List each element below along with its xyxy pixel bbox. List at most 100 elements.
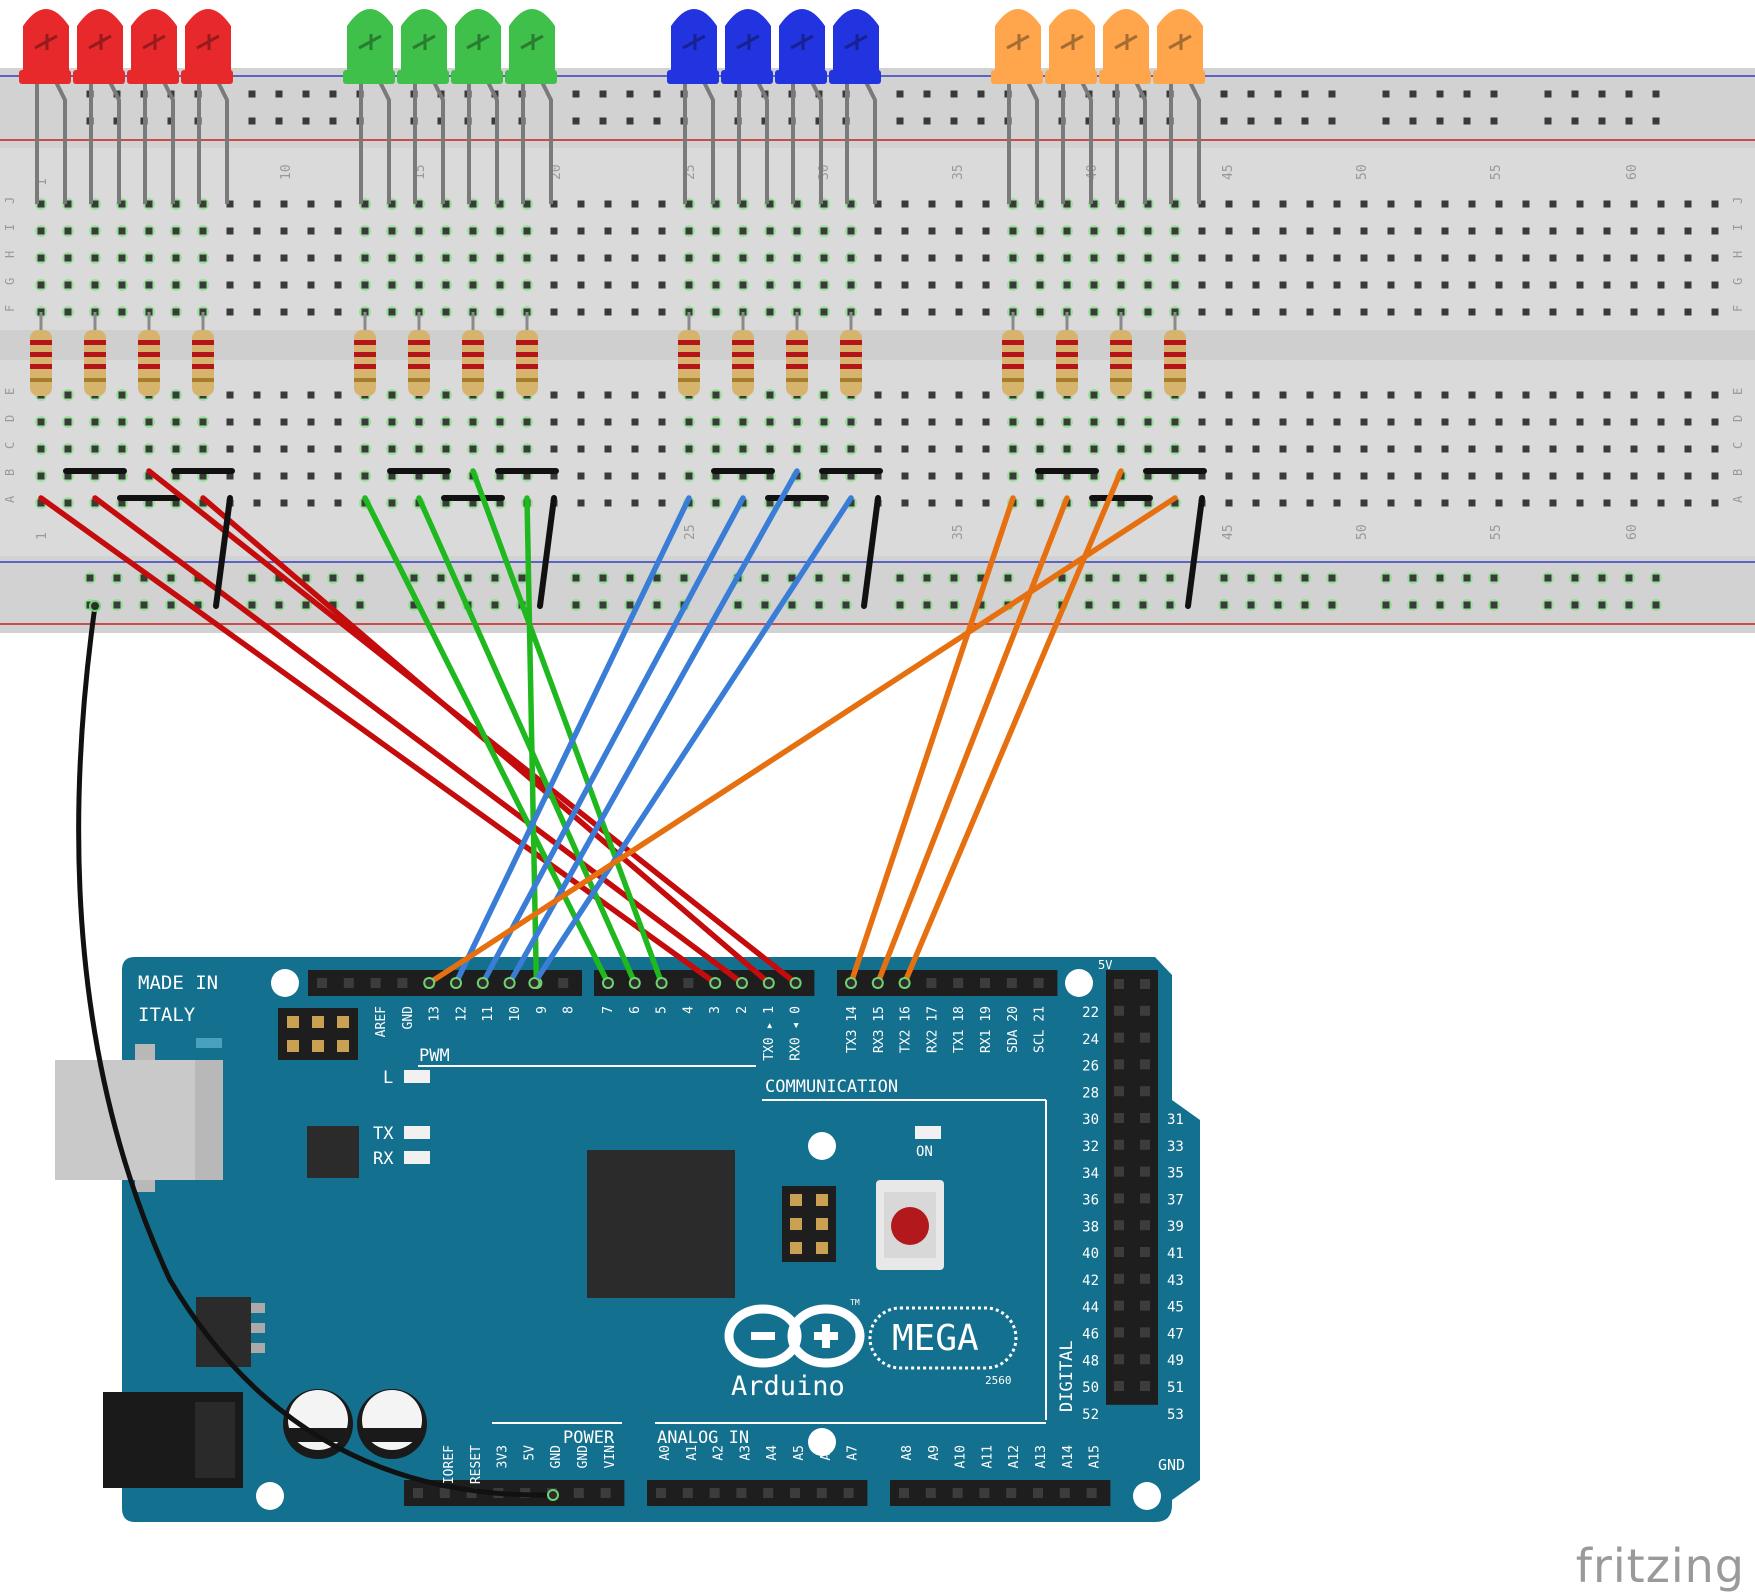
breadboard-hole: [496, 445, 504, 453]
breadboard-hole: [64, 418, 72, 426]
breadboard-hole: [1117, 499, 1125, 507]
breadboard-hole: [1009, 472, 1017, 480]
rail-hole: [1166, 601, 1174, 609]
header-pin: [1114, 1193, 1124, 1204]
breadboard-hole: [334, 227, 342, 235]
breadboard-hole: [37, 445, 45, 453]
breadboard-hole: [1306, 254, 1314, 262]
breadboard-hole: [469, 445, 477, 453]
breadboard-hole: [1279, 200, 1287, 208]
header-pin: [397, 978, 408, 988]
rail-hole: [626, 601, 634, 609]
pin-label-digital-right: 44: [1082, 1300, 1099, 1316]
pin-label-analog: A14: [1061, 1445, 1076, 1469]
breadboard-hole: [442, 254, 450, 262]
breadboard-hole: [1603, 227, 1611, 235]
rail-hole: [572, 574, 580, 582]
breadboard-hole: [64, 308, 72, 316]
breadboard-hole: [496, 200, 504, 208]
breadboard-hole: [226, 308, 234, 316]
breadboard-hole: [712, 308, 720, 316]
resistor-band: [1164, 378, 1186, 382]
header-pin: [1140, 1220, 1150, 1231]
column-number: 1: [35, 532, 50, 540]
pin-label-communication: TX2 16: [899, 1006, 914, 1053]
wire-orange: [848, 495, 1016, 986]
breadboard-hole: [1360, 445, 1368, 453]
breadboard-hole: [604, 418, 612, 426]
breadboard-hole: [415, 227, 423, 235]
pin-label-analog: A0: [658, 1445, 673, 1461]
rail-hole: [572, 601, 580, 609]
breadboard-hole: [1225, 499, 1233, 507]
breadboard-hole: [739, 472, 747, 480]
pin-label-digital-right: 28: [1082, 1085, 1099, 1101]
led-dome: [1049, 9, 1095, 72]
resistor-band: [1164, 352, 1186, 357]
breadboard-hole: [496, 254, 504, 262]
resistor-band: [84, 364, 106, 369]
breadboard-hole: [739, 445, 747, 453]
breadboard-hole: [1468, 308, 1476, 316]
header-pin: [1033, 978, 1044, 988]
breadboard-hole: [847, 445, 855, 453]
breadboard-hole: [1441, 281, 1449, 289]
breadboard-hole: [1576, 200, 1584, 208]
rail-hole: [1571, 601, 1579, 609]
breadboard-hole: [307, 227, 315, 235]
breadboard-hole: [1495, 418, 1503, 426]
rail-hole: [140, 601, 148, 609]
breadboard-hole: [928, 445, 936, 453]
rail-hole: [1652, 117, 1660, 125]
breadboard-hole: [1441, 308, 1449, 316]
rail-hole: [1625, 90, 1633, 98]
breadboard-hole: [1198, 281, 1206, 289]
breadboard-hole: [1171, 227, 1179, 235]
breadboard-hole: [1360, 391, 1368, 399]
rail-hole: [248, 574, 256, 582]
breadboard-hole: [901, 281, 909, 289]
breadboard-hole: [1387, 227, 1395, 235]
breadboard-hole: [118, 391, 126, 399]
breadboard-hole: [766, 418, 774, 426]
breadboard-hole: [1468, 418, 1476, 426]
rail-hole: [1139, 574, 1147, 582]
breadboard-hole: [145, 227, 153, 235]
breadboard-hole: [415, 472, 423, 480]
breadboard-hole: [1468, 391, 1476, 399]
breadboard-hole: [1495, 227, 1503, 235]
breadboard-hole: [1144, 472, 1152, 480]
led-anvil: [736, 34, 760, 50]
breadboard-hole: [874, 418, 882, 426]
breadboard-hole: [280, 281, 288, 289]
header-pin: [1140, 1139, 1150, 1150]
breadboard-hole: [280, 472, 288, 480]
breadboard-hole: [604, 472, 612, 480]
rail-hole: [1625, 117, 1633, 125]
pin-label-digital-right: 33: [1167, 1139, 1184, 1155]
breadboard-hole: [172, 254, 180, 262]
reset-button-cap[interactable]: [891, 1207, 929, 1245]
breadboard-hole: [874, 472, 882, 480]
breadboard-hole: [766, 499, 774, 507]
breadboard-hole: [334, 254, 342, 262]
breadboard-hole: [1279, 254, 1287, 262]
breadboard-hole: [1225, 200, 1233, 208]
resistor-band: [678, 378, 700, 382]
breadboard-hole: [604, 200, 612, 208]
breadboard-hole: [1279, 499, 1287, 507]
led-leg: [107, 79, 121, 204]
breadboard-hole: [550, 227, 558, 235]
breadboard-hole: [1090, 472, 1098, 480]
breadboard-hole: [1198, 445, 1206, 453]
breadboard-hole: [739, 254, 747, 262]
breadboard-hole: [1360, 200, 1368, 208]
breadboard-hole: [604, 308, 612, 316]
led-rim: [343, 70, 395, 84]
led-dome: [509, 9, 555, 72]
breadboard-hole: [1009, 281, 1017, 289]
pin-label-analog: A13: [1034, 1445, 1049, 1468]
pin-label-analog: A12: [1007, 1445, 1022, 1468]
rail-hole: [275, 117, 283, 125]
breadboard-hole: [1711, 200, 1719, 208]
